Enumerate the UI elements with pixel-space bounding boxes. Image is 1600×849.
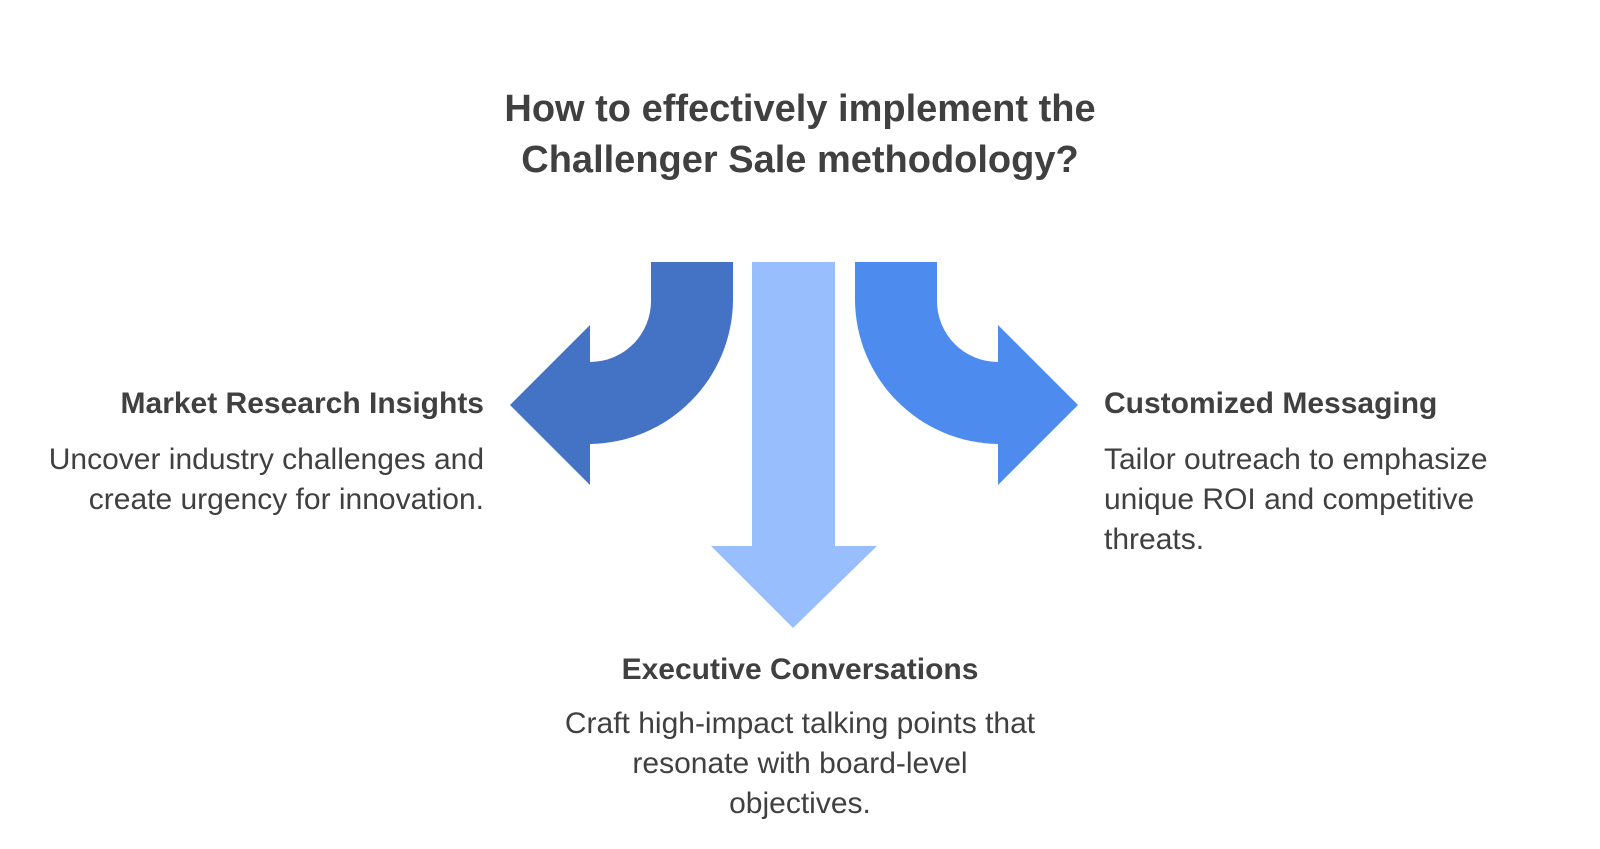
market-research-description: Uncover industry challenges and create u…: [48, 443, 484, 516]
down-arrow: [711, 262, 877, 628]
executive-conversations-description: Craft high-impact talking points that re…: [564, 707, 1036, 820]
customized-messaging-description: Tailor outreach to emphasize unique ROI …: [1104, 443, 1488, 556]
market-research-heading: Market Research Insights: [120, 387, 484, 420]
right-arrow: [855, 262, 1078, 485]
customized-messaging-heading: Customized Messaging: [1104, 387, 1438, 420]
executive-conversations-heading: Executive Conversations: [621, 653, 979, 686]
left-arrow: [510, 262, 733, 485]
diagram-title: How to effectively implement the Challen…: [504, 88, 1096, 181]
